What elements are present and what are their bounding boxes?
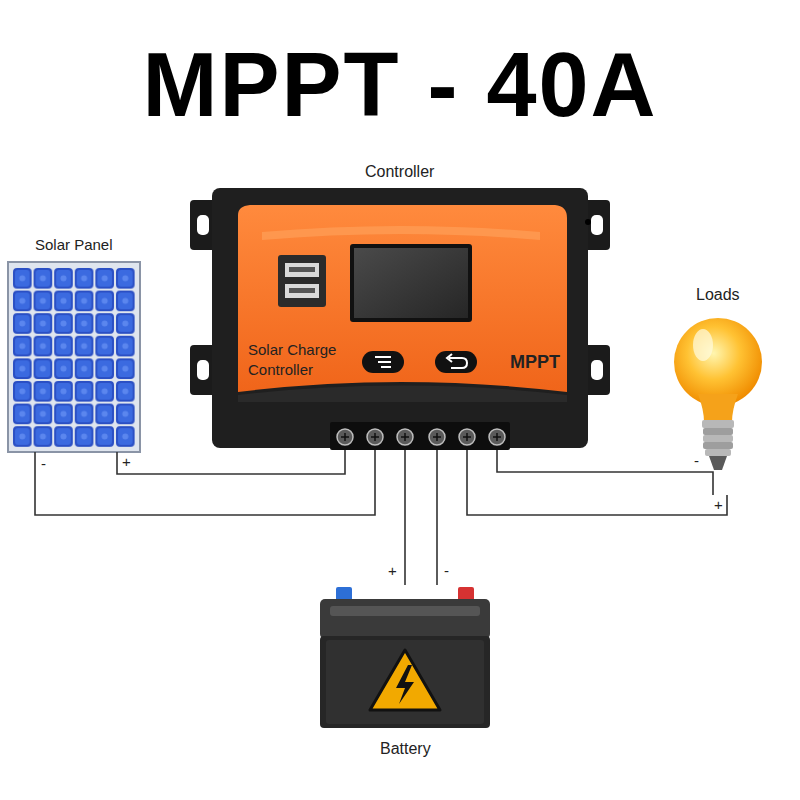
device-text: Solar Charge Controller — [248, 340, 360, 380]
wire — [117, 450, 345, 474]
wire — [436, 450, 438, 585]
polarity-mark: - — [443, 563, 450, 578]
main-title: MPPT - 40A — [0, 40, 800, 130]
bulb-art — [674, 318, 762, 495]
battery-node: Battery — [315, 585, 495, 760]
device-brand: MPPT — [510, 351, 560, 373]
node-heading: Loads — [696, 285, 740, 304]
controller-node: ControllerSolar Charge Controller MPPT — [190, 158, 610, 450]
wire — [35, 450, 375, 515]
terminal-screws — [337, 429, 505, 445]
controller-art — [190, 188, 610, 450]
node-heading: Solar Panel — [35, 236, 113, 254]
polarity-mark: - — [693, 453, 700, 468]
wire — [404, 450, 406, 585]
loads-node: Loads — [666, 285, 770, 495]
battery-art — [320, 587, 490, 728]
solar-panel-art — [8, 262, 140, 452]
wire — [497, 450, 713, 495]
wire — [467, 450, 727, 515]
polarity-mark: + — [713, 497, 724, 512]
node-heading: Controller — [365, 162, 434, 181]
node-heading: Battery — [380, 739, 431, 758]
polarity-mark: + — [387, 563, 398, 578]
polarity-mark: - — [40, 456, 47, 471]
solar-panel-node: Solar Panel — [8, 236, 140, 452]
polarity-mark: + — [121, 454, 132, 469]
